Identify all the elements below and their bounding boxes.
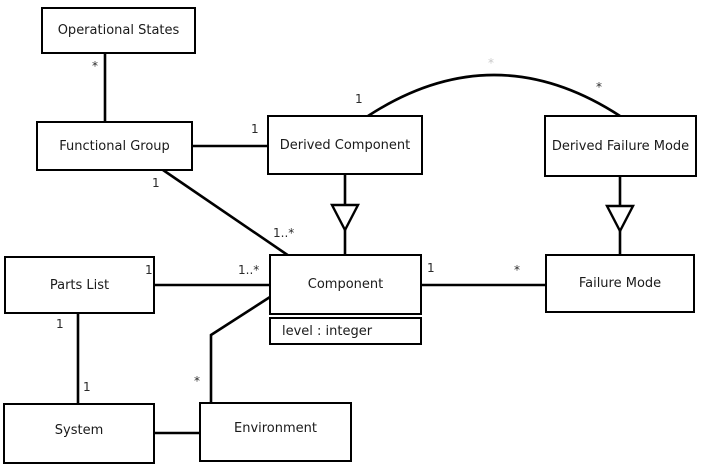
class-name-parts-list: Parts List [49, 277, 110, 293]
multiplicity-functional-group-component: 1 [152, 176, 160, 190]
class-box-operational-states[interactable]: Operational States [41, 7, 196, 54]
class-name-functional-group: Functional Group [59, 138, 170, 154]
class-name-system: System [54, 423, 104, 438]
class-box-parts-list[interactable]: Parts List [4, 256, 155, 314]
multiplicity-derived-component-arc: 1 [355, 92, 363, 106]
class-box-environment[interactable]: Environment [199, 402, 352, 462]
multiplicity-component-parts-list: 1..* [238, 263, 260, 277]
class-box-derived-component[interactable]: Derived Component [267, 115, 423, 175]
multiplicity-functional-group-derived-component: 1 [251, 122, 259, 136]
multiplicity-arc-apex: * [488, 56, 494, 70]
class-attribute-component-level: level : integer [269, 317, 422, 345]
multiplicity-failure-mode-component: * [514, 263, 520, 277]
class-name-failure-mode: Failure Mode [578, 276, 662, 291]
class-box-system[interactable]: System [3, 403, 155, 464]
class-name-derived-failure-mode: Derived Failure Mode [551, 138, 690, 154]
class-name-operational-states: Operational States [57, 23, 180, 38]
class-box-failure-mode[interactable]: Failure Mode [545, 254, 695, 313]
class-box-derived-failure-mode[interactable]: Derived Failure Mode [544, 115, 697, 177]
multiplicity-parts-list-component: 1 [145, 263, 153, 277]
hollow-triangle-icon-derived-failure-mode [605, 204, 635, 234]
multiplicity-component-functional-group: 1..* [273, 226, 295, 240]
multiplicity-operational-states-functional-group: * [92, 59, 98, 73]
assoc-functional-group-component [162, 168, 290, 258]
assoc-derived-component-derived-failure-mode-arc [367, 73, 621, 118]
class-box-component[interactable]: Component [269, 254, 422, 315]
multiplicity-system-parts-list: 1 [83, 380, 91, 394]
assoc-environment-component [209, 295, 271, 403]
class-name-derived-component: Derived Component [279, 137, 411, 153]
multiplicity-component-failure-mode: 1 [427, 261, 435, 275]
multiplicity-derived-failure-mode-arc: * [596, 80, 602, 94]
hollow-triangle-icon-derived-component [330, 203, 360, 233]
multiplicity-parts-list-system: 1 [56, 317, 64, 331]
class-name-component: Component [307, 277, 384, 292]
multiplicity-environment-component: * [194, 374, 200, 388]
class-name-environment: Environment [233, 421, 317, 436]
class-box-functional-group[interactable]: Functional Group [36, 121, 193, 171]
